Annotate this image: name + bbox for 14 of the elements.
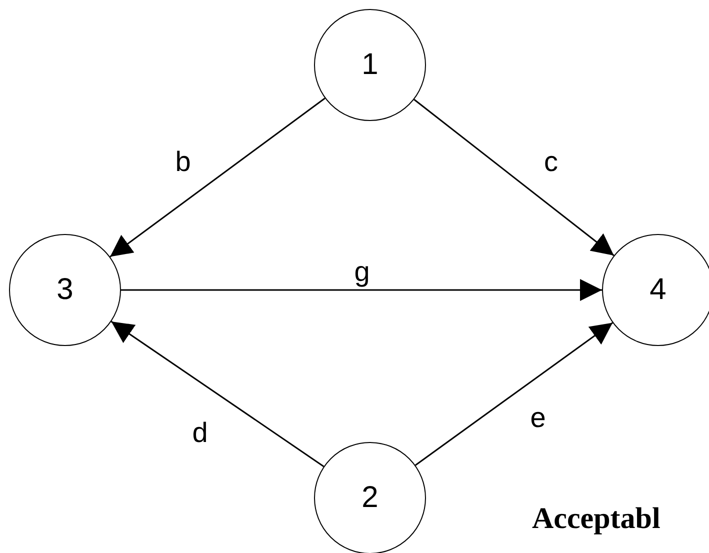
node-label: 4 — [650, 273, 666, 307]
arrow — [414, 322, 614, 466]
arrow — [121, 279, 602, 301]
arrow — [110, 98, 326, 258]
note-text: Acceptabl — [532, 502, 660, 536]
node-label: 1 — [362, 48, 378, 82]
edge-label: c — [543, 148, 559, 176]
edge-label: e — [529, 404, 547, 432]
node-label: 3 — [56, 273, 74, 307]
node-label: 2 — [362, 481, 378, 515]
arrow — [414, 98, 614, 256]
edge-label: d — [191, 419, 209, 447]
arrow — [110, 320, 324, 468]
edge-label: b — [174, 148, 192, 176]
